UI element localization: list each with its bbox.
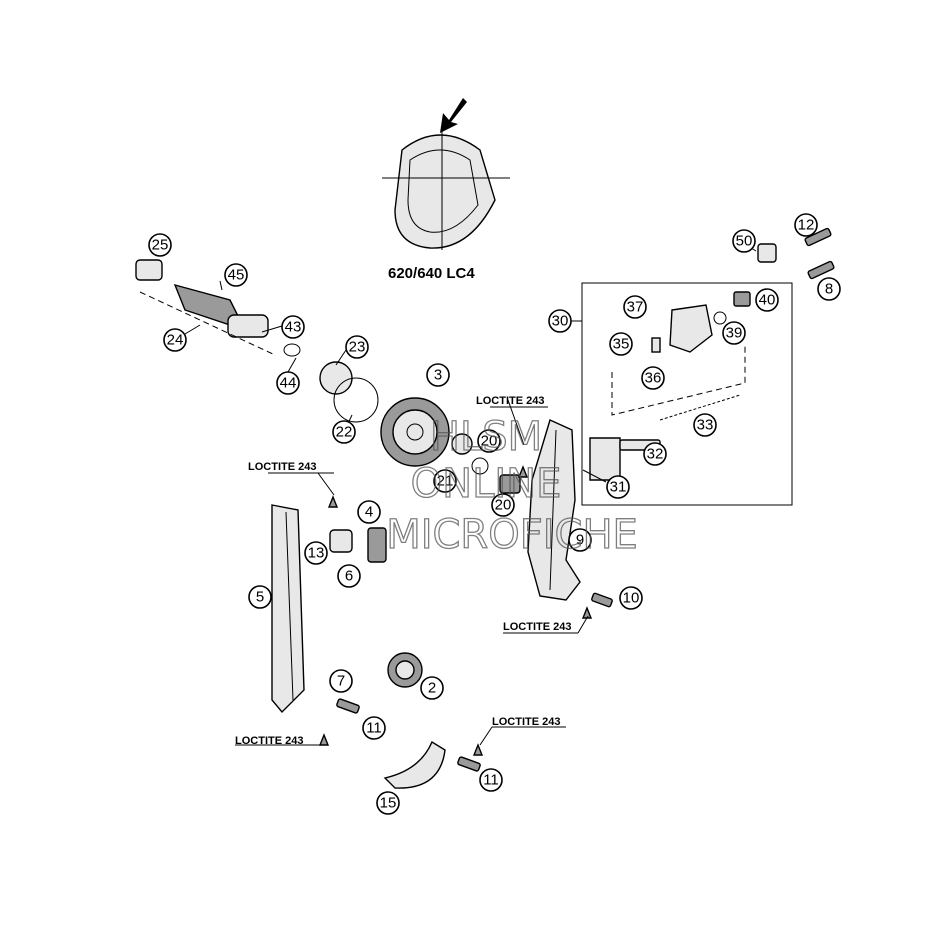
svg-text:6: 6 (345, 568, 353, 585)
bolts (336, 227, 835, 772)
callout-2: 2 (420, 676, 444, 700)
svg-text:36: 36 (645, 370, 662, 387)
svg-text:ONLINE: ONLINE (411, 461, 562, 507)
loctite-label-sprocket: LOCTITE 243 (476, 395, 544, 407)
leader-lines (174, 240, 757, 746)
callout-13: 13 (304, 541, 328, 565)
svg-text:8: 8 (825, 281, 833, 298)
chain-guide-left (271, 504, 305, 714)
svg-text:25: 25 (152, 237, 169, 254)
svg-text:20: 20 (481, 433, 498, 450)
svg-text:11: 11 (483, 772, 499, 789)
callout-25: 25 (148, 233, 172, 257)
svg-text:12: 12 (798, 217, 815, 234)
watermark: HLSM ONLINE MICROFICHE (386, 413, 639, 558)
callout-11-lower-left: 11 (362, 716, 386, 740)
svg-text:43: 43 (285, 319, 302, 336)
loctite-label-rail-bottom: LOCTITE 243 (235, 735, 303, 747)
svg-text:35: 35 (613, 336, 630, 353)
callout-50: 50 (732, 229, 756, 253)
guide-pieces (318, 465, 593, 756)
callout-24: 24 (163, 328, 187, 352)
camshaft-assembly (135, 259, 379, 423)
callout-23: 23 (345, 335, 369, 359)
svg-text:23: 23 (349, 339, 366, 356)
callout-22: 22 (332, 420, 356, 444)
svg-text:4: 4 (365, 504, 373, 521)
callout-37: 37 (623, 295, 647, 319)
svg-text:33: 33 (697, 417, 714, 434)
crank-sprocket (387, 652, 423, 688)
svg-text:7: 7 (337, 673, 345, 690)
callout-6: 6 (337, 564, 361, 588)
svg-text:22: 22 (336, 424, 353, 441)
engine-cover-detail (382, 98, 510, 250)
svg-text:44: 44 (280, 375, 297, 392)
loctite-label-guide-right: LOCTITE 243 (503, 621, 571, 633)
svg-text:2: 2 (428, 680, 436, 697)
callout-5: 5 (248, 585, 272, 609)
svg-text:39: 39 (726, 325, 743, 342)
callout-36: 36 (641, 366, 665, 390)
svg-text:9: 9 (576, 532, 584, 549)
svg-text:24: 24 (167, 332, 184, 349)
svg-text:20: 20 (495, 497, 512, 514)
callout-30: 30 (548, 309, 572, 333)
callout-20-upper: 20 (477, 429, 501, 453)
callout-21: 21 (433, 469, 457, 493)
svg-text:HLSM: HLSM (430, 414, 542, 460)
svg-text:15: 15 (380, 795, 397, 812)
callout-8: 8 (817, 277, 841, 301)
svg-text:21: 21 (437, 473, 454, 490)
svg-text:10: 10 (623, 590, 640, 607)
callout-33: 33 (693, 413, 717, 437)
model-label: 620/640 LC4 (388, 265, 475, 282)
camshaft-sprocket (380, 397, 521, 494)
arrow-icon (440, 98, 467, 133)
callout-40: 40 (755, 288, 779, 312)
tensioner-assembly (581, 243, 793, 506)
callout-11-lower-right: 11 (479, 768, 503, 792)
callout-10: 10 (619, 586, 643, 610)
callout-4: 4 (357, 500, 381, 524)
callout-15: 15 (376, 791, 400, 815)
callout-20-lower: 20 (491, 493, 515, 517)
callout-43: 43 (281, 315, 305, 339)
callout-12: 12 (794, 213, 818, 237)
callout-9: 9 (568, 528, 592, 552)
svg-text:50: 50 (736, 233, 753, 250)
loctite-label-lower-bolt: LOCTITE 243 (492, 716, 560, 728)
callout-44: 44 (276, 371, 300, 395)
svg-text:5: 5 (256, 589, 264, 606)
svg-text:3: 3 (434, 367, 442, 384)
svg-text:13: 13 (308, 545, 325, 562)
callout-31: 31 (606, 475, 630, 499)
callout-32: 32 (643, 442, 667, 466)
callout-3: 3 (426, 363, 450, 387)
callout-45: 45 (224, 263, 248, 287)
svg-text:11: 11 (366, 720, 382, 737)
svg-text:30: 30 (552, 313, 569, 330)
svg-text:32: 32 (647, 446, 664, 463)
loctite-label-guide-left: LOCTITE 243 (248, 461, 316, 473)
svg-text:MICROFICHE: MICROFICHE (386, 512, 638, 558)
svg-text:40: 40 (759, 292, 776, 309)
callout-7: 7 (329, 669, 353, 693)
svg-text:31: 31 (610, 479, 627, 496)
tensioner-rail-right (527, 419, 581, 601)
callout-35: 35 (609, 332, 633, 356)
svg-text:45: 45 (228, 267, 245, 284)
lower-chain-guide (383, 740, 446, 789)
callout-39: 39 (722, 321, 746, 345)
svg-text:37: 37 (627, 299, 644, 316)
